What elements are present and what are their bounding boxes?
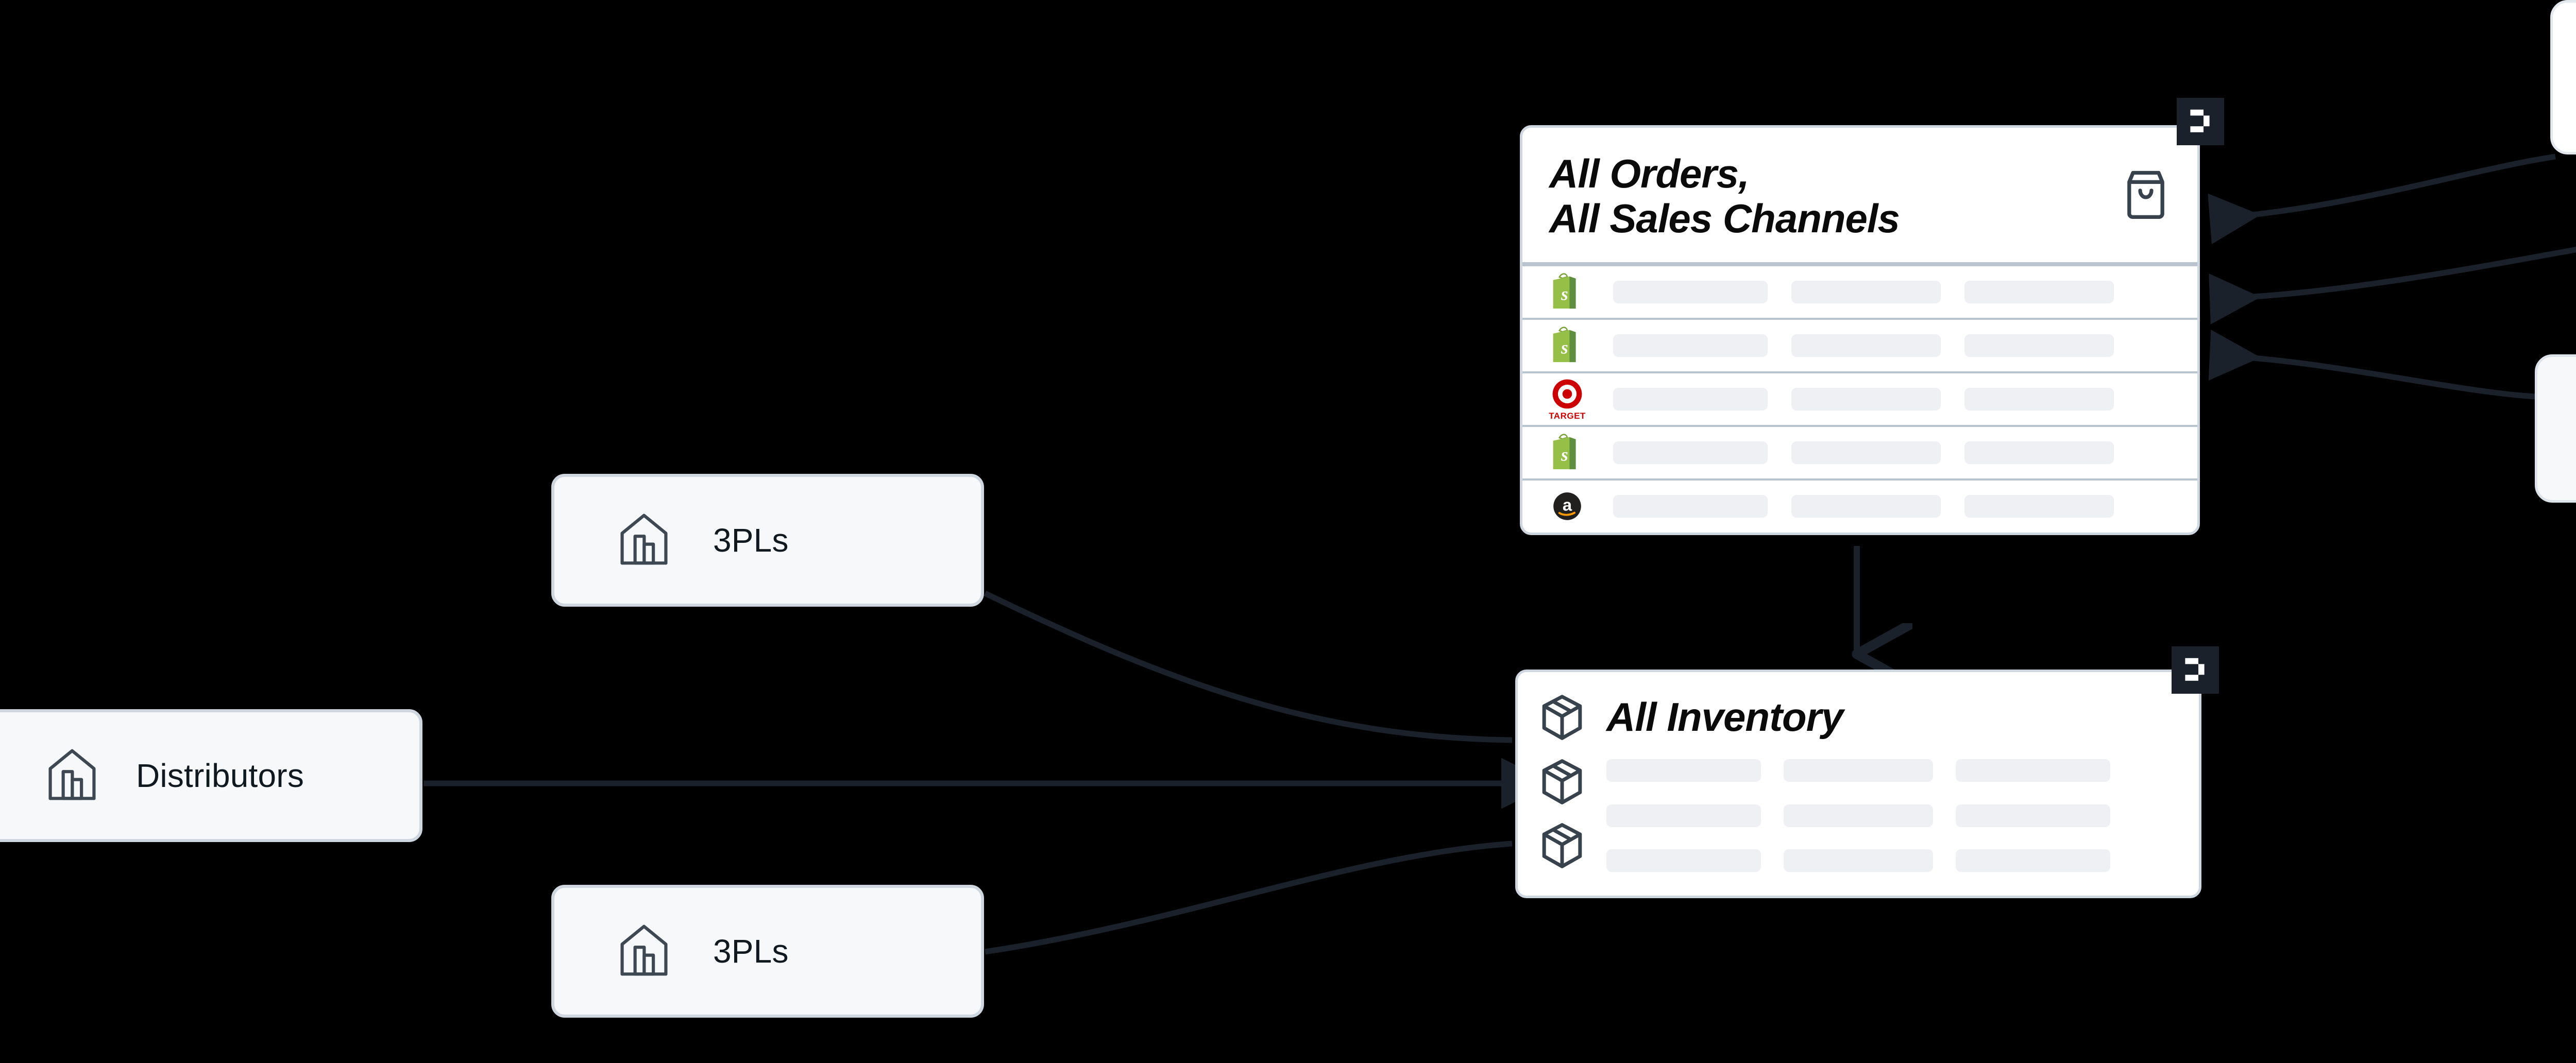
table-row[interactable]: s [1522, 317, 2197, 371]
target-wordmark: TARGET [1549, 410, 1586, 421]
placeholder-bar [1791, 494, 1941, 518]
wire-amazon-to-orders [2209, 247, 2576, 324]
svg-text:s: s [1561, 337, 1568, 357]
table-row[interactable]: s [1522, 264, 2197, 318]
shopping-bag-icon [2121, 168, 2171, 225]
placeholder-bar [1784, 849, 1933, 872]
svg-text:s: s [1561, 284, 1568, 304]
placeholder-bar [1606, 849, 1761, 872]
page-title: All Orders, All Sales Channels [1549, 151, 1900, 242]
placeholder-bar [1613, 334, 1768, 357]
panel-bracket-icon[interactable] [2177, 98, 2224, 145]
placeholder-bar [1791, 387, 1941, 410]
placeholder-bar [1964, 387, 2114, 410]
wire-retail-to-orders [2208, 330, 2535, 400]
warehouse-icon [44, 745, 100, 807]
node-label: 3PLs [713, 933, 789, 970]
placeholder-bar [1956, 849, 2110, 872]
page-title: All Inventory [1606, 694, 1843, 740]
channel-card-shopify[interactable]: s [2550, 0, 2576, 155]
placeholder-bar [1791, 280, 1941, 303]
wire-3pl-bottom-to-inventory [985, 841, 1513, 955]
table-row[interactable]: a [1522, 478, 2197, 532]
wire-shopify-to-orders [2208, 153, 2556, 245]
placeholder-bar [1964, 280, 2114, 303]
orders-card-header: All Orders, All Sales Channels [1522, 128, 2197, 264]
table-row[interactable]: s [1522, 424, 2197, 478]
table-row[interactable] [1606, 804, 2178, 827]
amazon-logo-icon: a [1545, 484, 1589, 528]
placeholder-bar [1613, 494, 1768, 518]
shopify-logo-icon: s [1545, 323, 1589, 368]
placeholder-bar [1784, 759, 1933, 782]
package-box-icon [1539, 757, 1589, 809]
warehouse-icon [616, 920, 672, 983]
placeholder-bar [1956, 759, 2110, 782]
shopify-logo-icon: s [1545, 431, 1589, 475]
placeholder-bar [1606, 759, 1761, 782]
target-logo-icon: TARGET [1545, 377, 1589, 421]
placeholder-bar [1964, 441, 2114, 464]
placeholder-bar [1613, 387, 1768, 410]
package-box-icon [1539, 821, 1589, 873]
placeholder-bar [1964, 334, 2114, 357]
placeholder-bar [1964, 494, 2114, 518]
table-row[interactable] [1606, 759, 2178, 782]
all-orders-card[interactable]: All Orders, All Sales Channels s [1520, 125, 2200, 535]
shopify-logo-icon: s [1545, 270, 1589, 314]
node-distributors[interactable]: Distributors [0, 709, 422, 842]
svg-text:a: a [1563, 495, 1572, 514]
warehouse-icon [616, 509, 672, 572]
placeholder-bar [1606, 804, 1761, 827]
inventory-icon-column [1539, 690, 1589, 878]
table-row[interactable] [1606, 849, 2178, 872]
node-label: Distributors [136, 757, 304, 794]
all-inventory-card[interactable]: All Inventory [1515, 670, 2201, 898]
wire-3pl-top-to-inventory [984, 591, 1513, 743]
channel-card-retail-wholesale[interactable]: Retail / Wholesale TARGET [2535, 354, 2576, 503]
placeholder-bar [1613, 441, 1768, 464]
svg-text:s: s [1561, 444, 1568, 465]
placeholder-bar [1956, 804, 2110, 827]
retail-wholesale-label: Retail / Wholesale [2574, 410, 2576, 447]
placeholder-bar [1613, 280, 1768, 303]
placeholder-bar [1784, 804, 1933, 827]
panel-bracket-icon[interactable] [2172, 646, 2219, 694]
node-label: 3PLs [713, 522, 789, 559]
placeholder-bar [1791, 334, 1941, 357]
node-3pl-top[interactable]: 3PLs [551, 474, 984, 607]
package-box-icon [1539, 693, 1589, 745]
table-row[interactable]: TARGET [1522, 371, 2197, 425]
node-3pl-bottom[interactable]: 3PLs [551, 885, 984, 1018]
placeholder-bar [1791, 441, 1941, 464]
